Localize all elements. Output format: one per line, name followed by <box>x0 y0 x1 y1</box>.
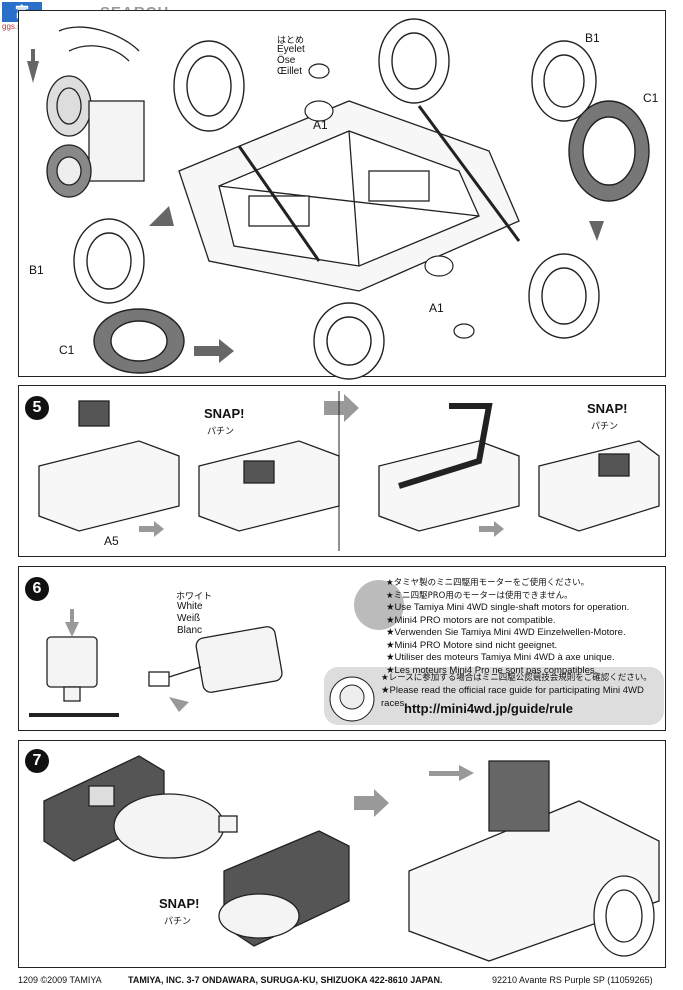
snap-label-2: SNAP! <box>587 401 628 416</box>
motor-body <box>113 793 238 859</box>
race-guide-en: ★Please read the official race guide for… <box>381 685 644 709</box>
step6-panel: 6 ホワイト White Weiß Blanc ★タミヤ <box>18 566 666 731</box>
chassis-with-motor <box>408 760 660 962</box>
step6-number: 6 <box>25 577 49 601</box>
motor-note: ★Mini4 PRO motors are not compatible. <box>386 614 556 626</box>
motor-note: ★Les moteurs Mini4 Pro ne sont pas compa… <box>386 664 598 676</box>
footer-address: TAMIYA, INC. 3-7 ONDAWARA, SURUGA-KU, SH… <box>128 975 443 985</box>
white-label-en: White <box>177 601 203 612</box>
motor-note: ★タミヤ製のミニ四駆用モーターをご使用ください。 <box>386 578 590 588</box>
wheels <box>73 18 650 380</box>
step5-arrows <box>139 394 504 537</box>
step7-panel: 7 SNAP! パチン <box>18 740 666 968</box>
part-c1-right: C1 <box>643 91 659 105</box>
snap-label-2-jp: パチン <box>591 422 619 432</box>
part-a1-bottom: A1 <box>429 301 444 315</box>
arrows <box>149 206 604 363</box>
race-guide-box <box>324 667 664 725</box>
eyelet-label-de: Öse <box>277 55 296 66</box>
motor-circle-badge <box>354 580 404 630</box>
step5-panel: 5 A5 SNAP! パチン SNAP! パチン <box>18 385 666 557</box>
motor-note: ★Utiliser des moteurs Tamiya Mini 4WD à … <box>386 652 615 663</box>
chassis <box>178 100 520 292</box>
step4-panel: はとめ Eyelet Öse Œillet A1 A1 B1 C1 B1 C1 <box>18 10 666 380</box>
part-c1-left: C1 <box>59 343 75 357</box>
footer-product: 92210 Avante RS Purple SP (11059265) <box>492 975 653 985</box>
part-b1-right: B1 <box>585 31 600 45</box>
motor-note: ★Verwenden Sie Tamiya Mini 4WD Einzelwel… <box>386 627 626 638</box>
motor-note: ★Use Tamiya Mini 4WD single-shaft motors… <box>386 602 630 613</box>
part-a5: A5 <box>104 534 119 548</box>
footer-copyright: 1209 ©2009 TAMIYA <box>18 975 102 985</box>
part-a1-top: A1 <box>313 118 328 132</box>
step4-illustration <box>27 18 650 380</box>
snap-label-step7: SNAP! <box>159 896 200 911</box>
step7-number: 7 <box>25 749 49 773</box>
motor-vertical <box>29 636 119 717</box>
motor-cover-assembled <box>218 830 350 947</box>
hand-press-inset <box>46 26 145 198</box>
pinion-arrow <box>169 697 189 712</box>
eyelet-label-en: Eyelet <box>277 44 305 55</box>
snap-label-1: SNAP! <box>204 406 245 421</box>
motor-note: ★Mini4 PRO Motore sind nicht geeignet. <box>386 639 558 651</box>
race-guide-jp: ★レースに参加する場合はミニ四駆公認競技会規則をご確認ください。 <box>381 673 652 683</box>
race-guide-url[interactable]: http://mini4wd.jp/guide/rule <box>404 701 573 716</box>
eyelet-label-jp: はとめ <box>277 36 305 46</box>
snap-label-1-jp: パチン <box>207 427 235 437</box>
step5-illustration <box>38 391 660 551</box>
step7-arrows <box>354 765 474 817</box>
step5-assemblies <box>38 400 660 532</box>
white-label-de: Weiß <box>177 613 201 624</box>
white-label-fr: Blanc <box>177 625 203 636</box>
eyelets <box>304 63 475 339</box>
down-arrow-motor <box>65 609 79 637</box>
down-arrow-left <box>27 49 39 83</box>
step6-illustration <box>29 580 664 725</box>
eyelet-label-fr: Œillet <box>277 66 303 77</box>
step5-number: 5 <box>25 396 49 420</box>
white-label-jp: ホワイト <box>176 592 213 602</box>
motor-note: ★ミニ四駆PRO用のモーターは使用できません。 <box>386 590 573 601</box>
motor-cover-top <box>43 755 165 862</box>
motor-notes: ★タミヤ製のミニ四駆用モーターをご使用ください。 ★ミニ四駆PRO用のモーターは… <box>386 577 629 677</box>
motor-angled <box>148 626 283 693</box>
step7-illustration <box>43 755 660 962</box>
snap-label-step7-jp: パチン <box>164 917 192 927</box>
part-b1-left: B1 <box>29 263 44 277</box>
axles <box>237 105 521 262</box>
